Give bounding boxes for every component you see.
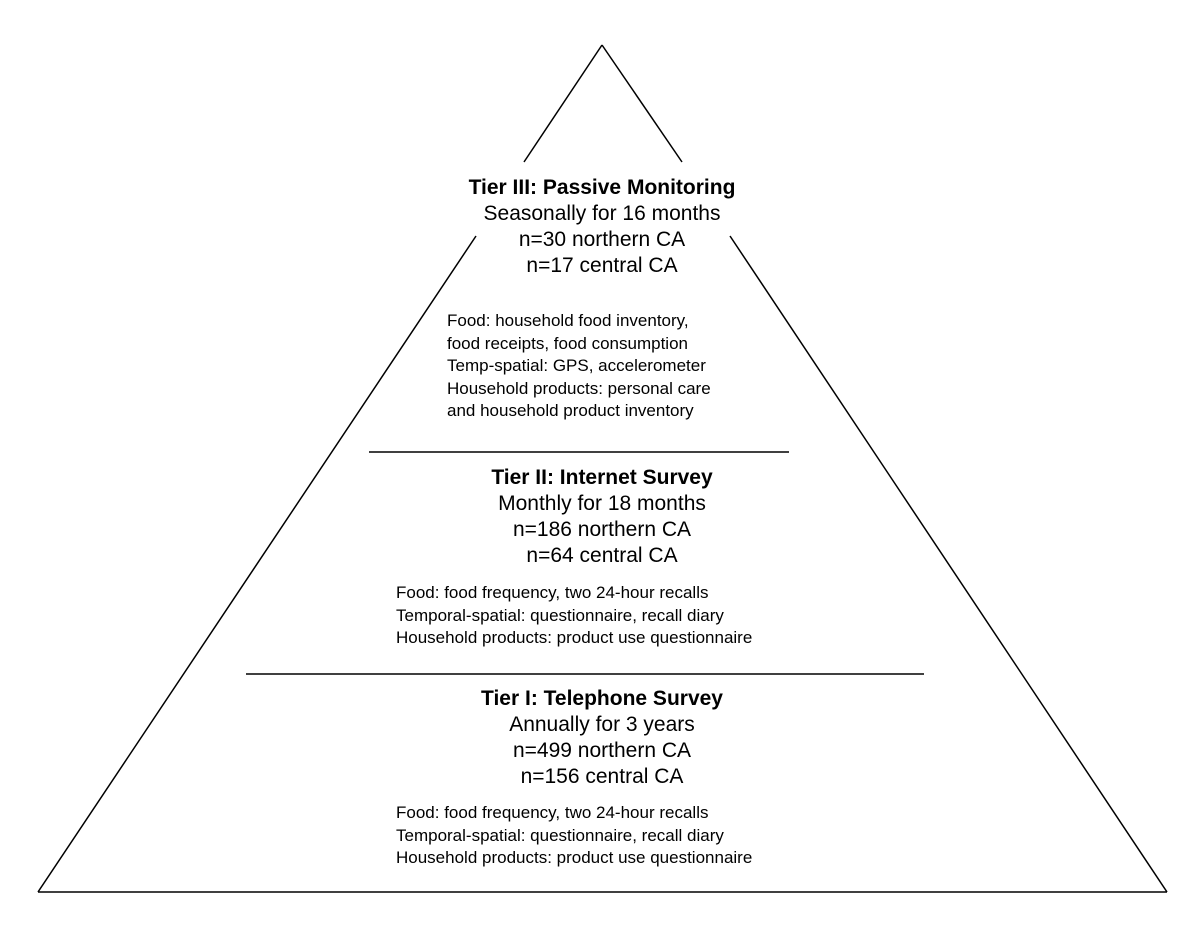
tier-2-frequency: Monthly for 18 months <box>498 492 706 515</box>
pyramid-apex-right-edge <box>601 44 683 163</box>
tier-1-detail-line: Food: food frequency, two 24-hour recall… <box>396 803 709 822</box>
tier-2-header: Tier II: Internet Survey Monthly for 18 … <box>432 465 772 569</box>
tier-3-detail-line: Food: household food inventory, <box>447 311 689 330</box>
tier-2-detail-line: Household products: product use question… <box>396 628 753 647</box>
tier-1-details: Food: food frequency, two 24-hour recall… <box>396 802 752 870</box>
tier-3-detail-line: Temp-spatial: GPS, accelerometer <box>447 356 706 375</box>
tier-3-detail-line: Household products: personal care <box>447 378 711 398</box>
tier-3-detail-line: and household product inventory <box>447 401 694 420</box>
tier-3-detail-line: food receipts, food consumption <box>447 333 688 353</box>
tier-3-details: Food: household food inventory, food rec… <box>447 310 711 423</box>
tier-1-header: Tier I: Telephone Survey Annually for 3 … <box>432 686 772 790</box>
tier-1-title: Tier I: Telephone Survey <box>481 687 723 710</box>
tier-2-detail-line: Food: food frequency, two 24-hour recall… <box>396 583 709 602</box>
tier-3-header: Tier III: Passive Monitoring Seasonally … <box>402 175 802 279</box>
tier-2-details: Food: food frequency, two 24-hour recall… <box>396 582 752 650</box>
pyramid-left-edge <box>37 235 477 893</box>
tier-1-detail-line: Temporal-spatial: questionnaire, recall … <box>396 825 724 845</box>
tier-2-title: Tier II: Internet Survey <box>491 466 713 489</box>
tier-2-detail-line: Temporal-spatial: questionnaire, recall … <box>396 605 724 625</box>
tier-3-frequency: Seasonally for 16 months <box>483 202 721 225</box>
pyramid-right-edge <box>729 235 1168 893</box>
tier-1-sample-northern: n=499 northern CA <box>512 739 692 762</box>
tier-2-sample-central: n=64 central CA <box>526 544 678 567</box>
tier-1-frequency: Annually for 3 years <box>509 713 695 736</box>
tier-2-sample-northern: n=186 northern CA <box>512 518 692 541</box>
tier-3-sample-central: n=17 central CA <box>526 254 678 277</box>
tier-3-title: Tier III: Passive Monitoring <box>468 176 736 199</box>
tier-1-sample-central: n=156 central CA <box>520 765 684 788</box>
tier-3-sample-northern: n=30 northern CA <box>518 228 686 251</box>
pyramid-apex-left-edge <box>523 44 603 163</box>
tier-1-detail-line: Household products: product use question… <box>396 848 753 867</box>
